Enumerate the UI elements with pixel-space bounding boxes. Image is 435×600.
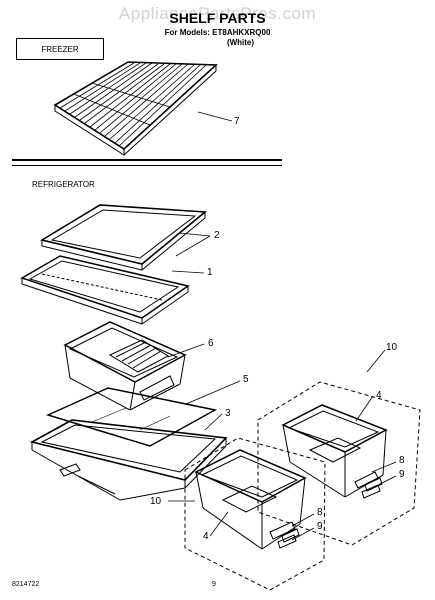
page-number: 9 (212, 581, 216, 588)
drawer-slide-left-9 (277, 534, 297, 549)
section-divider (12, 159, 282, 161)
page-title: SHELF PARTS (169, 10, 266, 26)
callout-8-right: 8 (399, 455, 405, 466)
callout-6: 6 (208, 338, 214, 349)
crisper-drawer-upper (63, 321, 187, 411)
models-header: For Models: ET8AHKXRQ00 (White) (0, 28, 435, 48)
color-line: (White) (226, 38, 255, 47)
crisper-cover-frame (29, 419, 228, 501)
callout-8-left: 8 (317, 507, 323, 518)
callout-10-right: 10 (386, 342, 398, 353)
callout-7: 7 (234, 116, 240, 127)
glass-shelf-top (39, 204, 208, 271)
callout-3: 3 (225, 408, 231, 419)
callout-4-left: 4 (203, 531, 209, 542)
document-number: 8214722 (12, 581, 40, 588)
leader-lines (167, 111, 397, 541)
watermark-text: AppliancePartsPros.com (118, 4, 317, 23)
freezer-section-label: FREEZER (16, 38, 104, 60)
callout-1: 1 (207, 267, 213, 278)
drawer-slide-right-8 (364, 477, 383, 492)
group-outline-right (257, 381, 421, 546)
shelf-frame (20, 255, 190, 325)
crisper-drawer-left (194, 449, 307, 550)
callout-9-left: 9 (317, 521, 323, 532)
callout-2: 2 (214, 230, 220, 241)
callout-4-right: 4 (376, 390, 382, 401)
models-line: For Models: ET8AHKXRQ00 (164, 28, 271, 37)
callout-9-right: 9 (399, 469, 405, 480)
callout-5: 5 (243, 374, 249, 385)
refrigerator-section-label: REFRIGERATOR (32, 180, 95, 189)
freezer-wire-shelf (53, 61, 218, 156)
group-outline-left (184, 437, 326, 591)
section-divider-thin (12, 165, 282, 166)
crisper-drawer-right (281, 404, 388, 499)
crisper-glass-cover (45, 387, 218, 447)
drawer-slide-right-9 (361, 484, 381, 499)
callout-10-left: 10 (150, 496, 162, 507)
